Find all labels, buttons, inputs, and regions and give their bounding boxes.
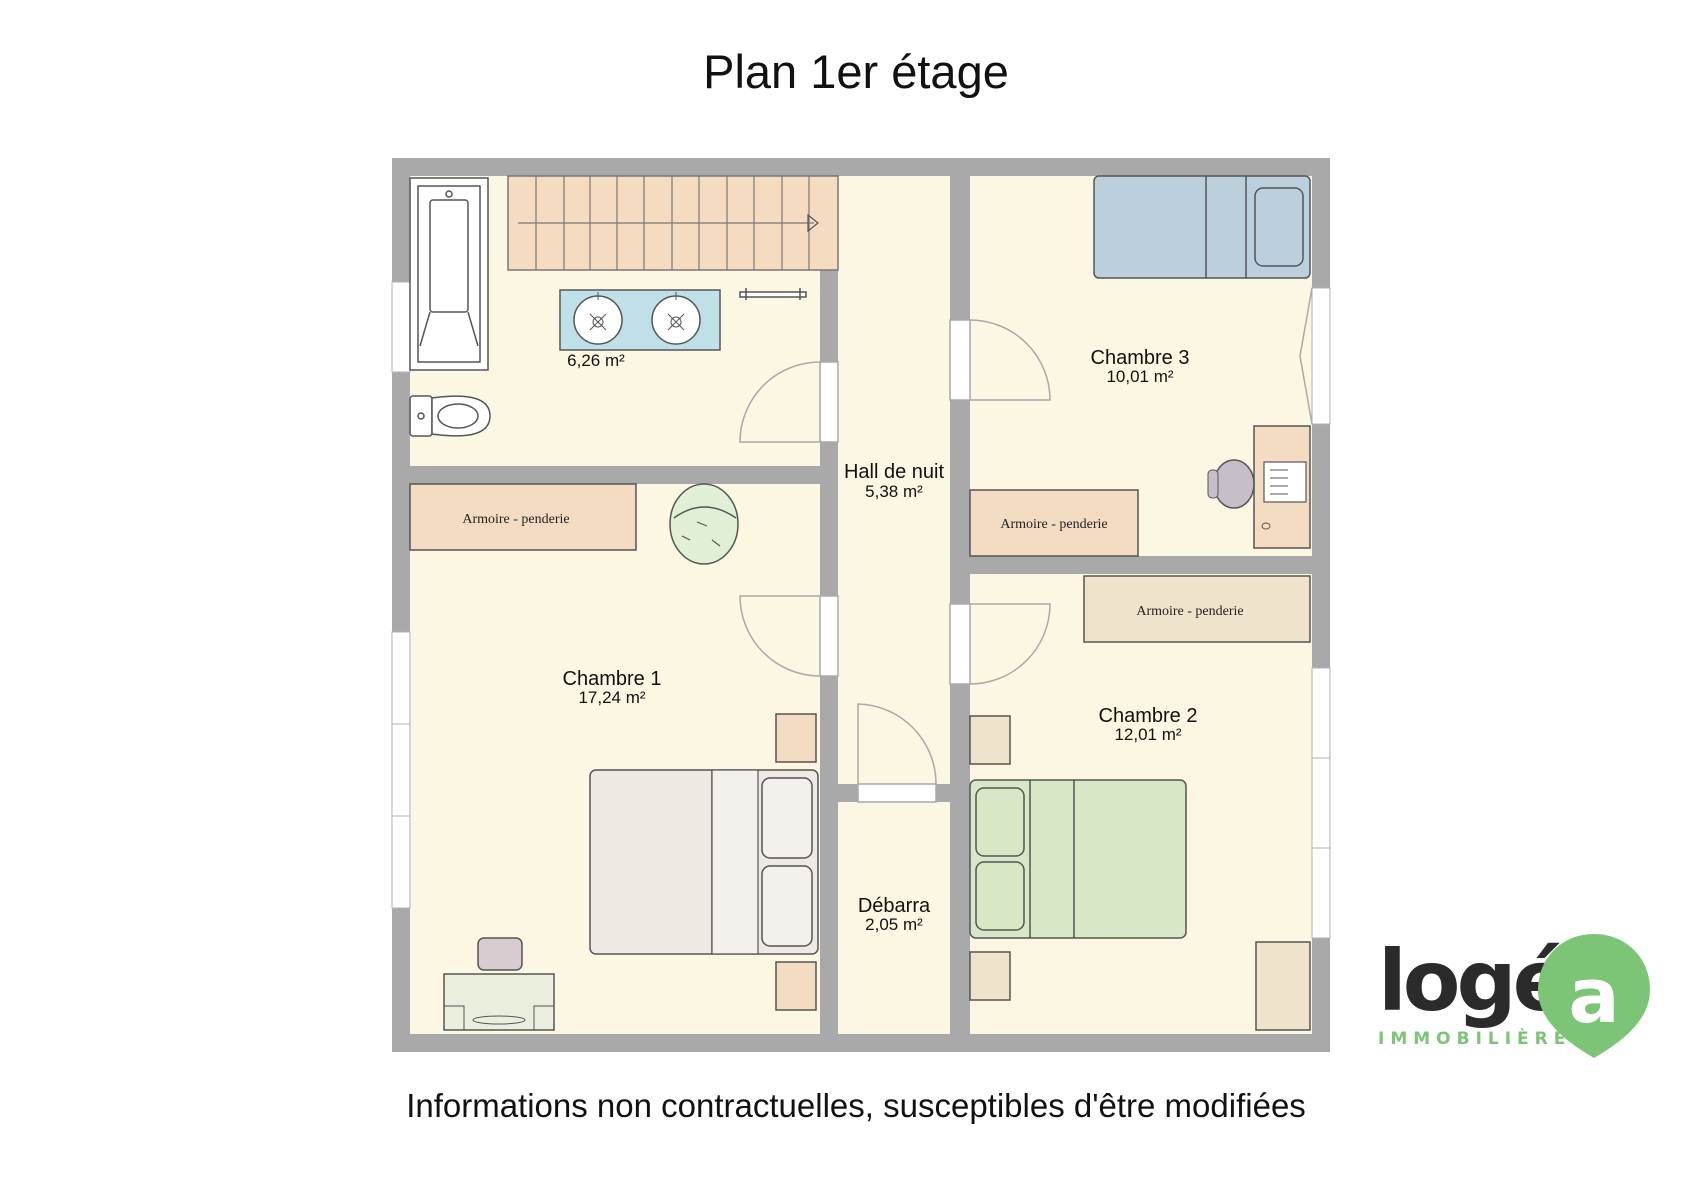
nightstand-chambre2-top (969, 715, 1011, 765)
wardrobe-chambre1: Armoire - penderie (409, 483, 637, 551)
door-frame-debarras (857, 783, 937, 803)
window-chambre1-a (391, 631, 411, 725)
single-bed-chambre3 (1093, 175, 1311, 279)
chambre3-name: Chambre 3 (1091, 347, 1190, 369)
door-swing-chambre1 (739, 595, 821, 677)
window-chambre2-c (1311, 847, 1331, 939)
logo: logé a IMMOBILIÈRE (1378, 932, 1650, 1058)
door-swing-chambre3 (969, 319, 1051, 401)
window-chambre1-b (391, 723, 411, 817)
bathtub (409, 177, 489, 371)
nightstand-chambre2-bottom (969, 951, 1011, 1001)
door-swing-bathroom (739, 361, 821, 443)
chambre1-area: 17,24 m² (578, 688, 645, 707)
chambre1-name: Chambre 1 (563, 668, 662, 690)
hall-name: Hall de nuit (844, 461, 945, 483)
chambre2-area: 12,01 m² (1114, 725, 1181, 744)
doors (739, 287, 1313, 803)
dresser-chambre2 (1255, 941, 1311, 1031)
desk-chair-icon (1213, 459, 1255, 509)
window-chambre3 (1311, 287, 1331, 425)
door-swing-debarras (857, 703, 937, 785)
double-bed (589, 769, 819, 955)
chambre3-area: 10,01 m² (1106, 367, 1173, 386)
windows (391, 281, 1331, 939)
svg-text:Armoire - penderie: Armoire - penderie (1000, 517, 1107, 532)
svg-text:Armoire - penderie: Armoire - penderie (1136, 604, 1243, 619)
hall-area: 5,38 m² (865, 482, 923, 501)
towel-rail (739, 288, 807, 300)
hall-floor (838, 176, 950, 784)
desk-chambre1 (443, 937, 555, 1031)
logo-tagline: IMMOBILIÈRE (1378, 1027, 1571, 1049)
door-swing-chambre3-closet (1299, 287, 1313, 425)
nightstand-chambre1-bottom (775, 961, 817, 1011)
laptop-icon (1263, 461, 1307, 503)
double-bed-chambre2 (969, 779, 1187, 939)
door-swing-chambre2 (969, 603, 1051, 685)
window-bathroom (391, 281, 411, 373)
window-chambre2-a (1311, 667, 1331, 759)
door-frame-chambre1 (819, 595, 839, 677)
bathroom-area: 6,26 m² (567, 351, 625, 370)
wardrobe-chambre3: Armoire - penderie (969, 489, 1139, 557)
nightstand-chambre1-top (775, 713, 817, 763)
logo-wordmark: logé (1378, 932, 1566, 1030)
debarras-area: 2,05 m² (865, 915, 923, 934)
disclaimer: Informations non contractuelles, suscept… (406, 1087, 1306, 1124)
door-frame-chambre2 (949, 603, 971, 685)
double-sink (559, 289, 721, 351)
page-title: Plan 1er étage (703, 45, 1009, 98)
desk-chambre3 (1207, 425, 1311, 549)
debarras-floor (838, 802, 950, 1034)
door-frame-chambre3 (949, 319, 971, 401)
logo-pin-icon (1538, 934, 1650, 1058)
wardrobe-chambre2: Armoire - penderie (1083, 575, 1311, 643)
window-chambre2-b (1311, 757, 1331, 849)
window-chambre1-c (391, 815, 411, 909)
chambre2-name: Chambre 2 (1099, 705, 1198, 727)
staircase (507, 175, 839, 271)
armchair (669, 483, 739, 565)
logo-letter: a (1568, 951, 1619, 1040)
svg-text:Armoire - penderie: Armoire - penderie (462, 512, 569, 527)
stairs-arrow-icon (807, 213, 819, 233)
toilet (409, 395, 491, 437)
debarras-name: Débarra (858, 895, 931, 917)
door-frame-bathroom (819, 361, 839, 443)
